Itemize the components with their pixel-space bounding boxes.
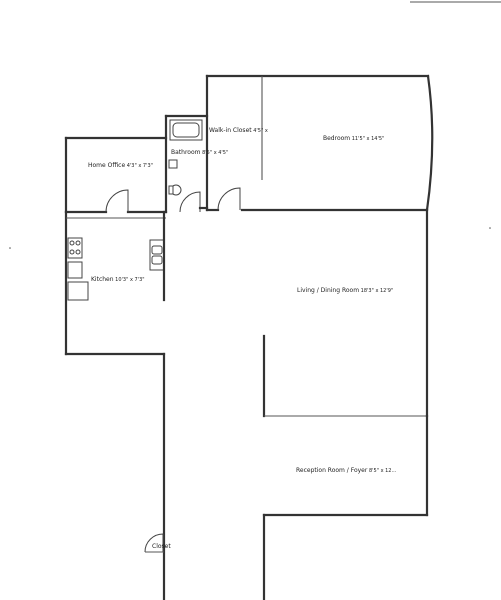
home-office-walls <box>64 136 168 214</box>
closet-door <box>144 533 164 553</box>
stove <box>67 237 83 259</box>
room-label-closet: Closet <box>152 543 171 550</box>
room-label-reception: Reception Room / Foyer 8'5" x 12... <box>296 467 397 474</box>
bathroom-door <box>179 191 201 213</box>
refrigerator <box>67 281 89 301</box>
counter <box>67 261 83 279</box>
room-label-walkin-closet: Walk-in Closet 4'5" x <box>209 127 268 134</box>
bedroom-door <box>217 187 241 211</box>
kitchen-sink <box>149 239 165 271</box>
room-label-kitchen: Kitchen 10'3" x 7'3" <box>91 276 145 283</box>
bathroom-walls <box>164 114 209 214</box>
reception-walls <box>262 414 429 600</box>
living-walls <box>162 187 429 600</box>
office-door <box>105 189 129 213</box>
room-label-living-dining: Living / Dining Room 18'3" x 12'9" <box>297 287 394 294</box>
sink <box>168 159 178 169</box>
room-label-bedroom: Bedroom 11'5" x 14'5" <box>323 135 385 142</box>
kitchen-walls <box>64 210 166 356</box>
closet-walls <box>144 533 164 553</box>
room-label-home-office: Home Office 4'3" x 7'3" <box>88 162 153 169</box>
bedroom-walls <box>205 74 434 212</box>
stray-dot <box>489 227 491 229</box>
stray-dot <box>9 247 11 249</box>
room-label-bathroom: Bathroom 8'5" x 4'5" <box>171 149 229 156</box>
